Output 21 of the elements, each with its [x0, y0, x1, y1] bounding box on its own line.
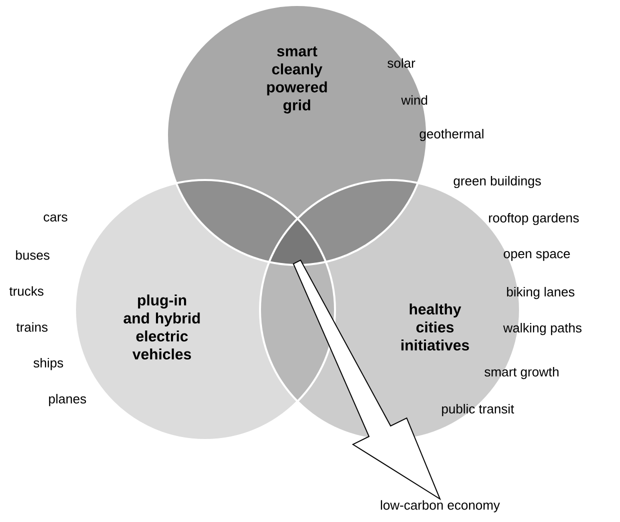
item-label: solar — [388, 58, 416, 68]
item-label: green buildings — [454, 176, 541, 188]
circle-label: smart cleanly powered grid — [267, 46, 327, 114]
circle-label: healthy cities initiatives — [401, 304, 469, 350]
item-label: public transit — [442, 404, 514, 416]
item-label: ships — [34, 358, 64, 370]
item-label: smart growth — [484, 366, 558, 380]
hollow-arrow — [292, 260, 442, 500]
item-label: buses — [16, 250, 50, 260]
item-label: cars — [44, 214, 68, 222]
outcome-label: low-carbon economy — [380, 500, 500, 512]
item-label: biking lanes — [507, 286, 574, 300]
item-label: geothermal — [420, 128, 484, 142]
circle-label: plug-in and hybrid electric vehicles — [124, 294, 200, 360]
item-label: walking paths — [503, 322, 582, 336]
item-label: open space — [504, 251, 570, 261]
item-label: rooftop gardens — [489, 212, 579, 226]
item-label: wind — [401, 95, 428, 105]
item-label: planes — [49, 394, 86, 406]
item-label: trucks — [9, 286, 44, 296]
item-label: trains — [16, 322, 48, 332]
